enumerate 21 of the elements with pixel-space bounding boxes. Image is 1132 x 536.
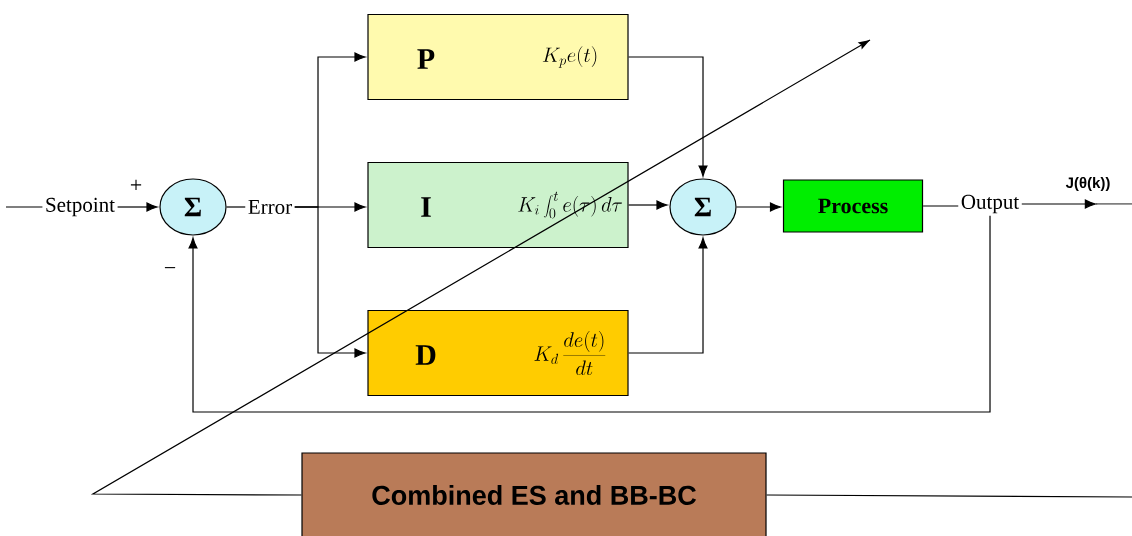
- arrow: [90, 39, 871, 496]
- arrow: [1021, 199, 1096, 209]
- arrow: [736, 202, 782, 212]
- arrow: [628, 56, 708, 177]
- signal-label: Setpoint: [46, 197, 115, 217]
- arrow: [628, 237, 708, 354]
- sign-label: +: [130, 179, 142, 191]
- arrow: [188, 215, 991, 413]
- edge-label: J(θ(k)): [1064, 176, 1112, 192]
- sign-label: −: [164, 267, 176, 269]
- controller-box: D $K_d \,\frac{de(t)}{dt}$: [367, 309, 629, 397]
- arrow: [117, 202, 158, 212]
- arrow: [628, 200, 668, 210]
- controller-box: P $K_p e(t)$: [367, 13, 629, 101]
- arrow: [294, 206, 366, 358]
- signal-label: Output: [961, 194, 1020, 214]
- process-box: Process: [782, 179, 924, 233]
- summing-junction: Σ: [669, 178, 737, 236]
- summing-junction: Σ: [159, 178, 227, 236]
- signal-label: Error: [248, 200, 292, 214]
- optimizer-box: Combined ES and BB-BC: [301, 452, 767, 536]
